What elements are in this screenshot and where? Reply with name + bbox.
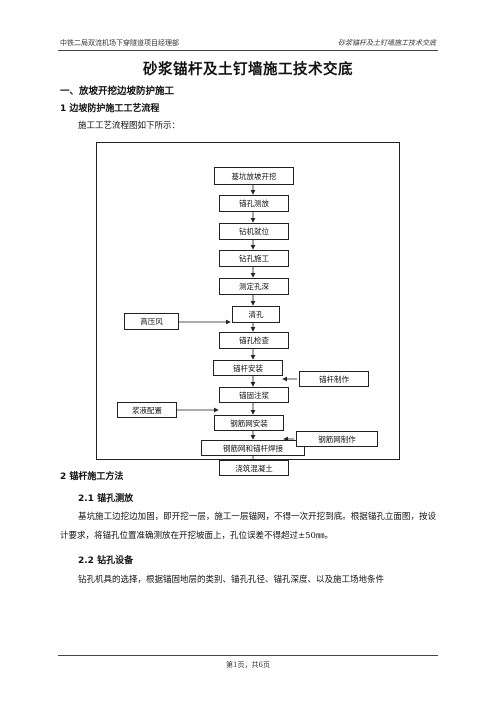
section1-heading: 一、放坡开挖边坡防护施工 [60,86,175,97]
flow-node-excavation: 基坑放坡开挖 [214,167,294,185]
flow-side-anchor-fabrication: 锚杆制作 [299,371,369,387]
section1-sub1: 1 边坡防护施工工艺流程 [60,104,160,114]
flowchart: 基坑放坡开挖 锚孔测放 钻机就位 钻孔施工 测定孔深 清孔 锚孔检查 锚杆安装 … [96,142,400,476]
flowchart-connectors [177,185,297,460]
document-title: 砂浆锚杆及土钉墙施工技术交底 [143,61,353,78]
flow-node-anchor-install: 锚杆安装 [213,360,283,376]
flow-node-hole-cleaning: 清孔 [232,306,280,323]
flow-node-hole-inspection: 锚孔检查 [219,332,289,349]
flow-side-high-pressure-air: 高压风 [124,313,179,330]
flow-node-depth-check: 测定孔深 [219,278,289,295]
footer-rule [58,655,438,656]
flow-node-hole-layout: 锚孔测放 [219,195,289,212]
section2-heading: 2 锚杆施工方法 [60,472,124,482]
section2-paragraph-1: 基坑施工边挖边加固，即开挖一层，施工一层锚网，不得一次开挖到底。根据锚孔立面图，… [60,512,436,541]
section2-paragraph-2: 钻孔机具的选择，根据锚固地层的类别、锚孔孔径、锚孔深度、以及施工场地条件 [78,575,385,585]
flow-node-drilling: 钻孔施工 [219,250,289,267]
header-rule [58,50,438,51]
flow-node-mesh-install: 钢筋网安装 [214,415,284,431]
flow-node-rig-position: 钻机就位 [219,223,289,240]
flow-node-mesh-weld: 钢筋网和锚杆焊接 [201,440,305,456]
flow-node-concrete: 浇筑混凝土 [219,460,289,476]
header-left: 中铁二局双流机场下穿隧道项目经理部 [60,39,179,47]
flowchart-intro: 施工工艺流程图如下所示： [78,121,181,131]
flow-side-grout-prep: 浆液配置 [117,402,177,418]
section2-sub21: 2.1 锚孔测放 [78,494,134,504]
page-footer: 第1页，共6页 [226,661,270,669]
flow-node-grouting: 锚固注浆 [219,387,289,403]
section2-sub22: 2.2 钻孔设备 [78,556,134,566]
flow-side-mesh-fabrication: 钢筋网制作 [296,431,378,447]
header-right: 砂浆锚杆及土钉墙施工技术交底 [338,39,436,47]
